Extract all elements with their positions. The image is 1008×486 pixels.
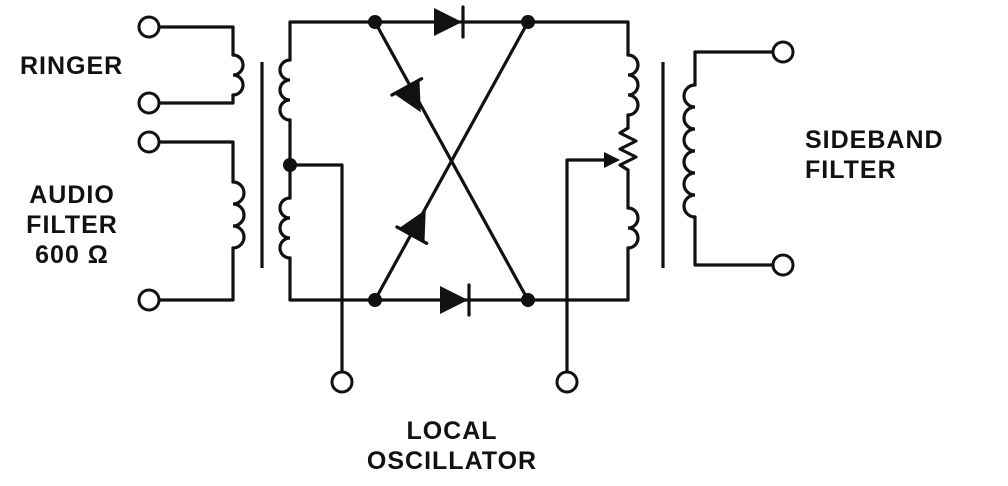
ringer-winding [156,25,245,105]
diode-cross-upper [390,77,424,113]
sideband-filter-winding [682,50,785,267]
diode-cross-lower [395,209,429,245]
diode-ring-wiring [373,20,530,302]
audio-terminal-top [137,130,161,154]
sideband-filter-label-line-1: SIDEBAND [805,126,944,154]
ringer-label: RINGER [20,52,124,80]
left-secondary-winding [278,20,377,372]
oscillator-terminal-right [555,370,579,394]
audio-terminal-bottom [137,288,161,312]
local-oscillator-label-line-2: OSCILLATOR [366,447,538,475]
right-primary-winding [526,20,640,372]
sideband-terminal-top [771,40,795,64]
wiper-arrow [604,152,620,168]
junction-top-left [368,15,382,29]
oscillator-terminal-left [330,370,354,394]
sideband-filter-label-line-2: FILTER [805,156,897,184]
audio-filter-label-line-2: FILTER [26,211,118,239]
ringer-terminal-bottom [137,91,161,115]
local-oscillator-label: LOCAL OSCILLATOR [352,416,552,476]
audio-filter-label: AUDIO FILTER 600 Ω [22,180,122,270]
junction-center-tap [283,158,297,172]
audio-filter-label-line-3: 600 Ω [35,241,109,269]
sideband-terminal-bottom [771,253,795,277]
sideband-filter-label: SIDEBAND FILTER [805,125,944,185]
diode-top [434,5,465,39]
diode-bottom [440,283,471,317]
ringer-terminal-top [137,15,161,39]
junction-bottom-left [368,293,382,307]
audio-filter-winding [156,140,246,302]
local-oscillator-label-line-1: LOCAL [406,417,498,445]
audio-filter-label-line-1: AUDIO [29,181,115,209]
potentiometer [618,126,638,172]
